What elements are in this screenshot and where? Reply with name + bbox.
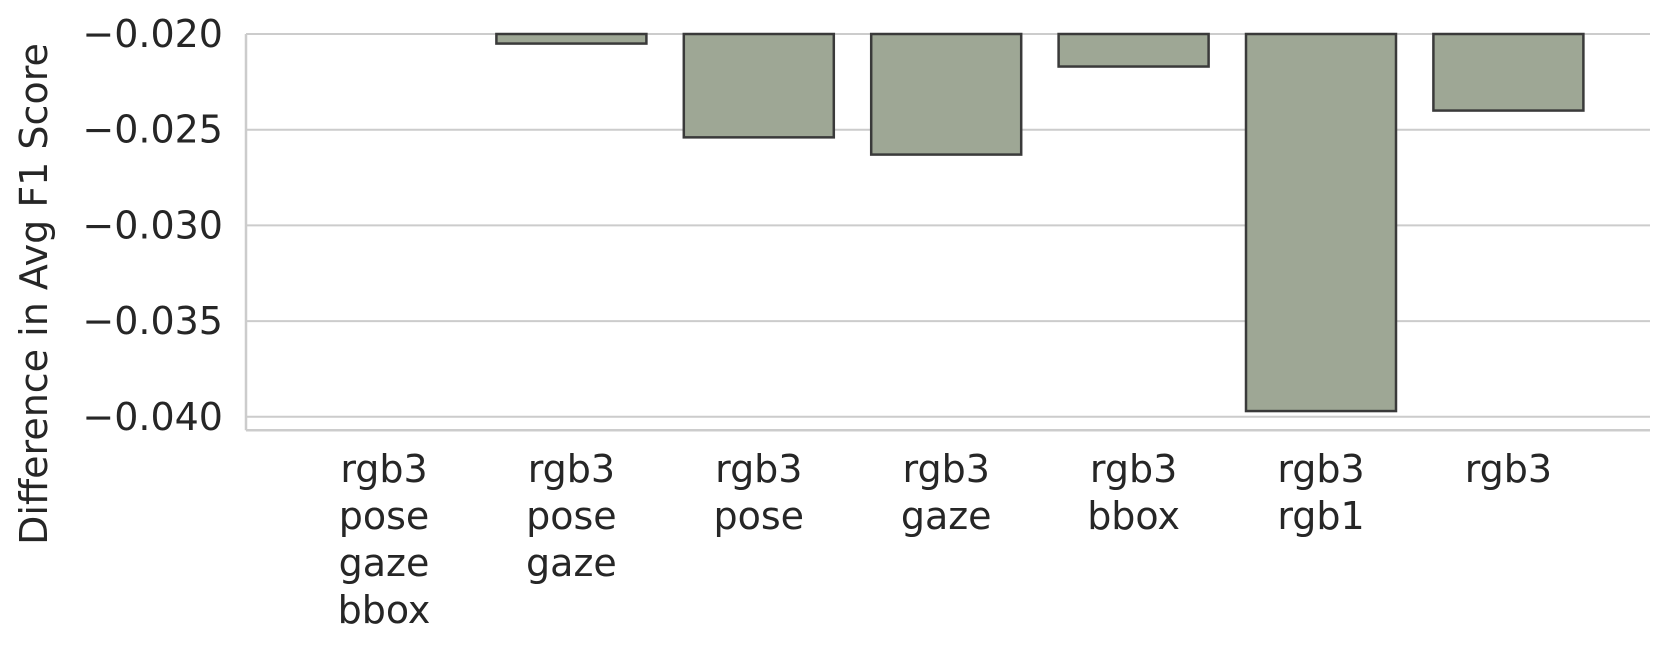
- y-tick-labels: −0.020 −0.025 −0.030 −0.035 −0.040: [82, 12, 223, 439]
- x-tick-label: rgb3: [1465, 447, 1552, 491]
- y-axis-label: Difference in Avg F1 Score: [12, 43, 56, 545]
- y-tick-label: −0.035: [82, 299, 223, 343]
- bar: [495, 32, 648, 45]
- bar: [1432, 32, 1585, 112]
- bar: [869, 32, 1023, 156]
- bar: [682, 32, 836, 139]
- bar: [1057, 32, 1210, 68]
- grid-lines: [246, 33, 1650, 418]
- bars: [495, 32, 1585, 413]
- y-tick-label: −0.030: [82, 203, 223, 247]
- y-tick-label: −0.020: [82, 12, 223, 56]
- y-tick-label: −0.040: [82, 395, 223, 439]
- y-tick-label: −0.025: [82, 108, 223, 152]
- bar: [1244, 32, 1398, 413]
- axes: [244, 34, 1650, 432]
